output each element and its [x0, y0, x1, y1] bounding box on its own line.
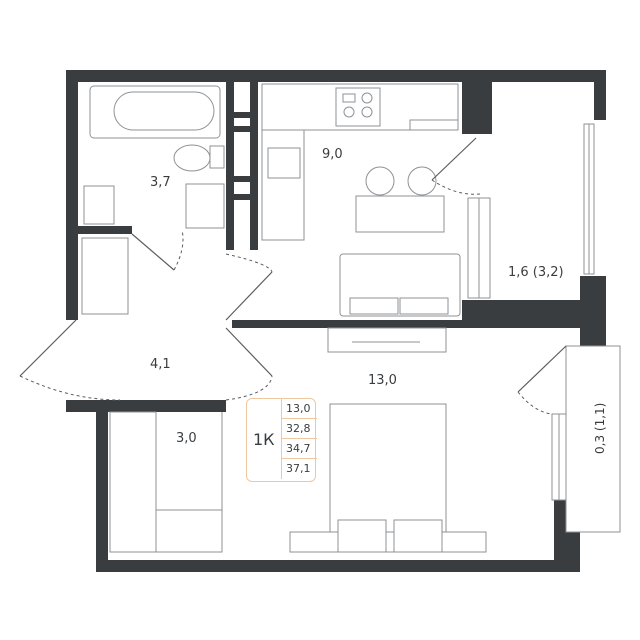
room-label-bedroom: 13,0 — [368, 373, 397, 388]
room-label-wardrobe: 3,0 — [176, 431, 197, 446]
bedroom-fixtures — [289, 327, 487, 553]
area-value-full: 37,1 — [281, 459, 317, 479]
room-label-kitchen: 9,0 — [322, 147, 343, 162]
area-value-total: 34,7 — [281, 439, 317, 459]
bathroom-fixtures — [83, 85, 225, 229]
outer-walls — [66, 70, 606, 572]
inner-walls — [78, 82, 548, 412]
apartment-type: 1К — [253, 430, 275, 449]
windows — [467, 123, 621, 533]
room-label-hall: 4,1 — [150, 357, 171, 372]
area-value-living: 13,0 — [281, 399, 317, 419]
wardrobes — [81, 237, 223, 553]
area-summary-badge: 1К 13,0 32,8 34,7 37,1 — [246, 398, 317, 483]
area-value-without-balcony: 32,8 — [281, 419, 317, 439]
kitchen-fixtures — [261, 83, 461, 317]
area-values: 13,0 32,8 34,7 37,1 — [281, 399, 317, 483]
room-label-bathroom: 3,7 — [150, 175, 171, 190]
room-label-balcony-main: 1,6 (3,2) — [508, 265, 564, 280]
room-label-balcony-side: 0,3 (1,1) — [593, 403, 607, 454]
doors — [19, 137, 567, 415]
